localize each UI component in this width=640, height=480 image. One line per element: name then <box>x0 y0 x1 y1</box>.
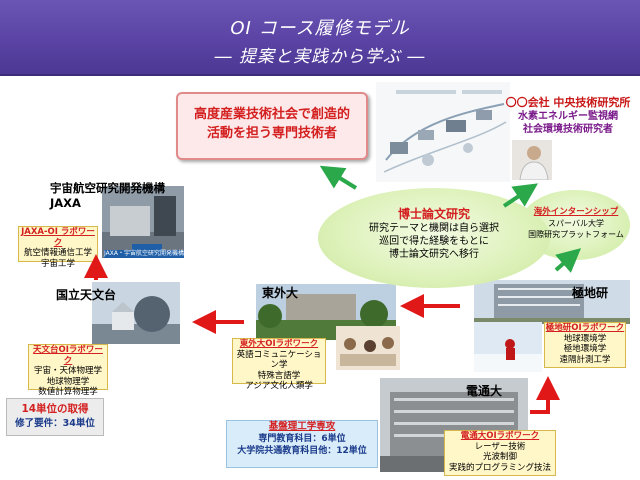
arrow-internship-to-company <box>502 183 538 208</box>
thesis-cloud <box>318 188 550 288</box>
internship-text: 海外インターンシップ スパーバル大学 国際研究プラットフォーム <box>524 206 628 240</box>
uec-lab-item: レーザー技術 <box>474 441 526 452</box>
naoj-lab-item: 宇宙・天体物理学 <box>33 366 102 376</box>
polar-field-photo <box>474 322 542 372</box>
polar-name: 極地研 <box>572 286 609 300</box>
tufs-lab-item: アジア文化人類学 <box>245 381 313 391</box>
thesis-line: 巡回で得た経験をもとに <box>379 236 489 247</box>
naoj-photo <box>92 282 180 344</box>
credits-line2: 修了要件：34単位 <box>15 418 95 429</box>
naoj-name: 国立天文台 <box>56 288 117 302</box>
jaxa-name-abbrev: JAXA <box>50 196 81 210</box>
polar-photo <box>474 280 630 324</box>
tufs-classroom-image <box>336 326 400 370</box>
general-box: 基盤理工学専攻 専門教育科目：6単位 大学院共通教育科目他：12単位 <box>226 420 378 468</box>
thesis-line: 博士論文研究へ移行 <box>389 249 479 260</box>
uec-lab-item: 実践的プログラミング技法 <box>448 462 551 473</box>
uec-lab-heading: 電通大OIラボワーク <box>460 431 540 441</box>
jaxa-lab-item: 宇宙工学 <box>40 258 75 269</box>
uec-lab-box: 電通大OIラボワーク レーザー技術 光波制御 実践的プログラミング技法 <box>444 430 556 476</box>
thesis-title: 博士論文研究 <box>397 207 470 221</box>
internship-line: スパーバル大学 <box>548 219 604 228</box>
naoj-telescope-image <box>92 282 180 344</box>
tufs-name: 東外大 <box>262 286 299 300</box>
polar-lab-heading: 極地研OIラボワーク <box>545 323 625 333</box>
arrow-polar-to-internship <box>554 248 582 273</box>
thesis-text: 博士論文研究 研究テーマと機関は自ら選択 巡回で得た経験をもとに 博士論文研究へ… <box>328 206 540 261</box>
naoj-lab-heading: 天文台OIラボワーク <box>33 345 103 366</box>
naoj-lab-item: 数値計算物理学 <box>38 387 98 397</box>
arrow-uec-to-polar <box>530 376 560 414</box>
title-banner: OI コース履修モデル ― 提案と実践から学ぶ ― <box>0 0 640 76</box>
naoj-lab-item: 地球物理学 <box>46 376 90 387</box>
credits-line1: 14単位の取得 <box>21 403 89 415</box>
credits-box: 14単位の取得 修了要件：34単位 <box>6 398 104 436</box>
title-line1: OI コース履修モデル <box>230 18 410 39</box>
tufs-lab-heading: 東外大OIラボワーク <box>239 339 319 349</box>
tufs-photo <box>256 284 396 340</box>
internship-title: 海外インターンシップ <box>533 207 619 217</box>
researcher-photo <box>512 140 552 180</box>
tufs-lab-box: 東外大OIラボワーク 英語コミュニケーション学 特殊言語学 アジア文化人類学 <box>232 338 326 391</box>
general-title: 基盤理工学専攻 <box>268 421 336 432</box>
company-system-diagram <box>376 82 510 182</box>
general-line: 専門教育科目：6単位 <box>258 434 346 444</box>
naoj-lab-box: 天文台OIラボワーク 宇宙・天体物理学 地球物理学 数値計算物理学 <box>28 344 108 397</box>
jaxa-lab-box: JAXA-OI ラボワーク 航空情報通信工学 宇宙工学 <box>18 226 98 269</box>
system-diagram-illustration <box>376 82 510 182</box>
polar-lab-item: 地球環境学 <box>563 333 607 344</box>
jaxa-lab-item: 航空情報通信工学 <box>23 248 92 258</box>
polar-building-image <box>474 280 630 324</box>
goal-line1: 高度産業技術社会で創造的 <box>193 107 350 122</box>
jaxa-photo-caption: JAXA・宇宙航空研究開発機構 <box>104 250 184 258</box>
uec-name: 電通大 <box>466 384 503 398</box>
researcher-figure <box>519 146 549 180</box>
tufs-class-photo <box>336 326 400 370</box>
polar-lab-item: 極地環境学 <box>563 344 607 354</box>
goal-line2: 活動を担う専門技術者 <box>206 126 337 141</box>
polar-lab-box: 極地研OIラボワーク 地球環境学 極地環境学 遠隔計測工学 <box>544 322 626 368</box>
polar-field-image <box>474 322 542 372</box>
internship-line: 国際研究プラットフォーム <box>528 230 624 239</box>
jaxa-name: 宇宙航空研究開発機構 <box>50 181 165 195</box>
thesis-line: 研究テーマと機関は自ら選択 <box>369 223 499 234</box>
tufs-lab-item: 特殊言語学 <box>257 370 301 381</box>
general-line: 大学院共通教育科目他：12単位 <box>237 446 367 456</box>
arrow-thesis-to-goal <box>319 165 358 190</box>
company-text: 〇〇会社 中央技術研究所 水素エネルギー監視網 社会環境技術研究者 <box>498 96 638 136</box>
company-line1: 〇〇会社 中央技術研究所 <box>505 96 631 109</box>
goal-box: 高度産業技術社会で創造的 活動を担う専門技術者 <box>176 92 368 160</box>
jaxa-lab-heading: JAXA-OI ラボワーク <box>21 227 95 248</box>
polar-lab-item: 遠隔計測工学 <box>559 354 611 365</box>
uec-lab-item: 光波制御 <box>482 452 517 462</box>
company-line3: 社会環境技術研究者 <box>523 124 613 135</box>
tufs-lab-item: 英語コミュニケーション学 <box>236 349 322 371</box>
company-line2: 水素エネルギー監視網 <box>518 111 618 122</box>
title-line2: ― 提案と実践から学ぶ ― <box>214 47 426 67</box>
